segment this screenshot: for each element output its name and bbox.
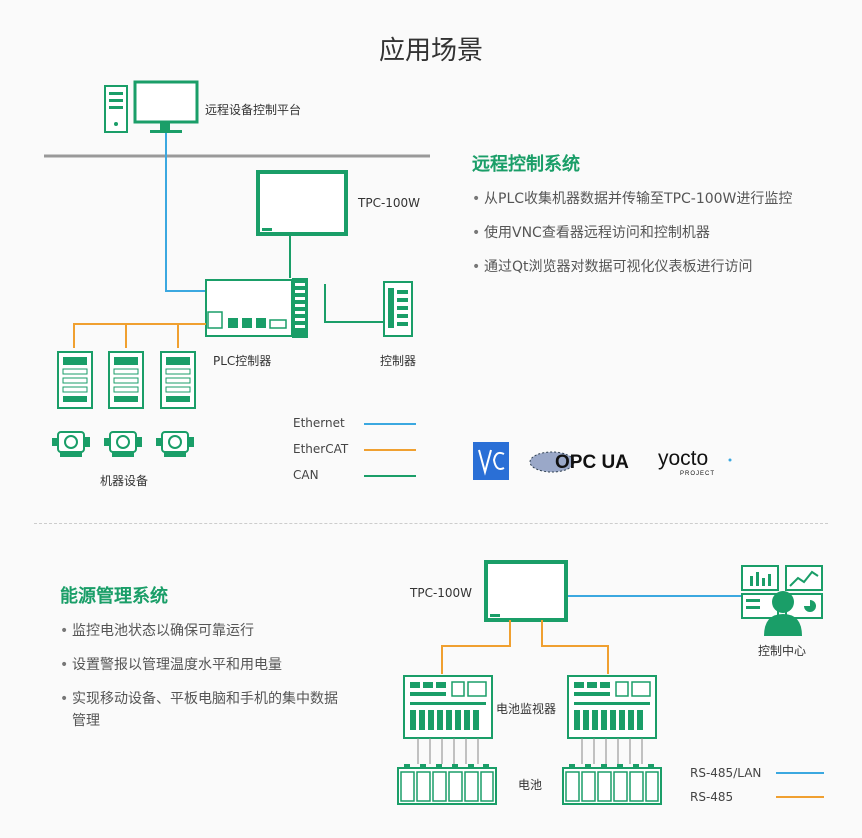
energy-bullet: 实现移动设备、平板电脑和手机的集中数据管理	[60, 688, 350, 732]
label-controller: 控制器	[380, 354, 417, 368]
label-remote-platform: 远程设备控制平台	[205, 103, 302, 117]
label-machines: 机器设备	[100, 474, 149, 488]
energy-bullet: 设置警报以管理温度水平和用电量	[60, 654, 350, 676]
yocto-logo-subtext: PROJECT	[680, 471, 716, 477]
controller-icon	[383, 281, 413, 337]
remote-section-title: 远程控制系统	[472, 154, 580, 175]
legend-can: CAN	[293, 468, 319, 482]
vnc-logo-icon	[473, 442, 509, 480]
legend-ethercat: EtherCAT	[293, 442, 349, 456]
plc-icon	[205, 278, 308, 338]
tpc-screen-icon-2	[484, 560, 568, 622]
label-control-center: 控制中心	[758, 644, 807, 658]
section-divider	[34, 523, 828, 524]
opcua-logo-icon	[529, 451, 575, 473]
yocto-logo-text: yocto	[658, 447, 709, 470]
motor-icon	[51, 431, 195, 458]
remote-bullet: 通过Qt浏览器对数据可视化仪表板进行访问	[472, 256, 802, 278]
legend-rs485: RS-485	[690, 790, 734, 804]
remote-bullet: 使用VNC查看器远程访问和控制机器	[472, 222, 802, 244]
tpc-screen-icon	[256, 170, 348, 236]
energy-section-title: 能源管理系统	[60, 586, 168, 607]
remote-bullet-list: 从PLC收集机器数据并传输至TPC-100W进行监控 使用VNC查看器远程访问和…	[472, 188, 802, 290]
label-battery: 电池	[518, 778, 543, 792]
control-center-icon	[741, 565, 823, 636]
energy-bullet-list: 监控电池状态以确保可靠运行 设置警报以管理温度水平和用电量 实现移动设备、平板电…	[60, 620, 350, 744]
legend-ethernet: Ethernet	[293, 416, 345, 430]
opcua-logo-text: OPC UA	[555, 452, 629, 473]
label-tpc: TPC-100W	[358, 196, 421, 210]
page-title: 应用场景	[378, 36, 483, 66]
monitor-icon	[133, 80, 199, 133]
machine-module-icon	[57, 351, 196, 409]
label-tpc-2: TPC-100W	[410, 586, 473, 600]
remote-bullet: 从PLC收集机器数据并传输至TPC-100W进行监控	[472, 188, 802, 210]
label-plc: PLC控制器	[213, 354, 272, 368]
energy-bullet: 监控电池状态以确保可靠运行	[60, 620, 350, 642]
legend-rs485-lan: RS-485/LAN	[690, 766, 762, 780]
label-battery-monitor: 电池监视器	[496, 702, 557, 716]
server-icon	[104, 85, 128, 133]
yocto-dot	[728, 458, 732, 462]
